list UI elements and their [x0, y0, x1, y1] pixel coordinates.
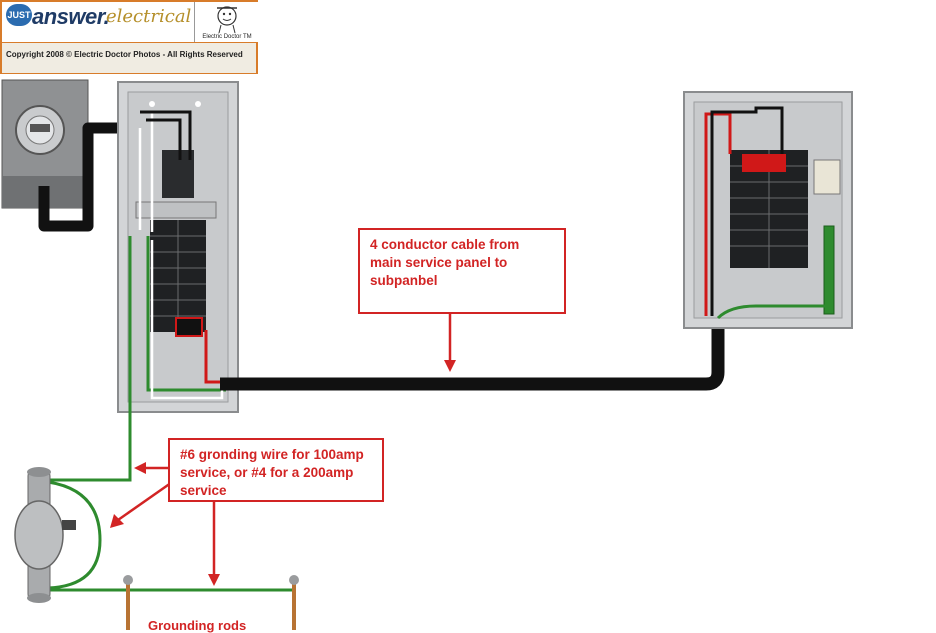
grounding-wire-callout: #6 gronding wire for 100amp service, or …	[168, 438, 384, 502]
logo-just-badge: JUST	[6, 4, 32, 26]
logo-answer-text: answer.	[32, 4, 110, 29]
logo-brand: JUST answer. electrical	[2, 2, 194, 42]
electric-doctor-label: Electric Doctor TM	[202, 34, 252, 40]
logo-electrical-text: electrical	[106, 6, 192, 27]
feeder-cable-callout: 4 conductor cable from main service pane…	[358, 228, 566, 314]
grounding-rods	[123, 575, 299, 630]
grounding-wire	[48, 236, 132, 482]
logo-header: JUST answer. electrical Electric Doctor …	[0, 0, 259, 74]
grounding-rods-label: Grounding rods	[148, 618, 247, 633]
copyright-text: Copyright 2008 © Electric Doctor Photos …	[6, 50, 243, 59]
ground-clamp	[14, 467, 76, 603]
copyright-bar	[2, 42, 256, 73]
callout-arrows	[110, 314, 456, 586]
main-service-panel	[117, 81, 239, 413]
subpanel	[683, 91, 853, 329]
feeder-cable	[220, 320, 725, 391]
electric-doctor-logo: Electric Doctor TM	[194, 2, 259, 42]
doctor-mascot-icon	[217, 6, 237, 34]
service-cable	[38, 122, 140, 232]
